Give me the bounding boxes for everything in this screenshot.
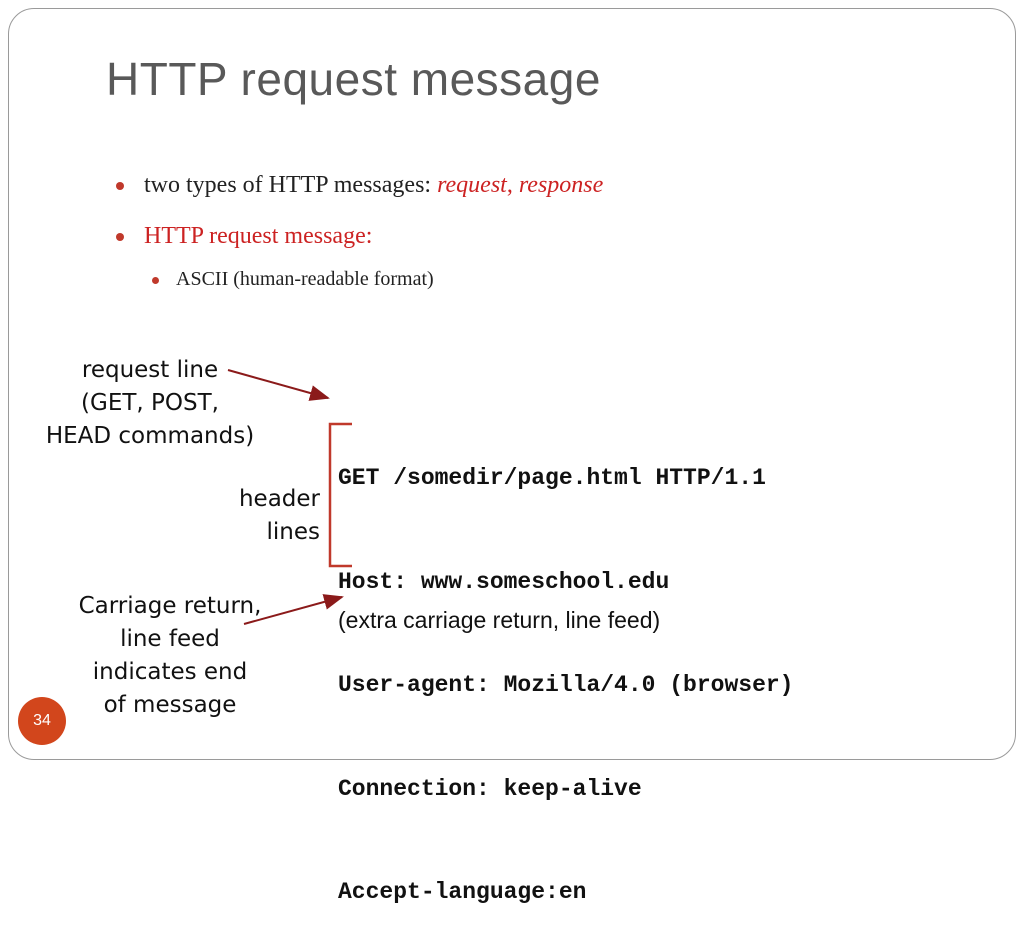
slide-title: HTTP request message bbox=[106, 53, 601, 105]
annotation-request-line: request line (GET, POST, HEAD commands) bbox=[30, 354, 270, 453]
annotation-line: header bbox=[238, 486, 320, 512]
annotation-header-lines: header lines bbox=[220, 483, 320, 549]
annotation-line: request line bbox=[81, 357, 219, 383]
header-line: Host: www.someschool.edu bbox=[338, 568, 670, 595]
annotation-carriage-return: Carriage return, line feed indicates end… bbox=[50, 590, 290, 722]
annotation-line: indicates end bbox=[92, 659, 248, 685]
term-request: request bbox=[437, 172, 507, 198]
term-comma: , bbox=[506, 172, 519, 198]
bullet-ascii: ASCII (human-readable format) bbox=[176, 268, 434, 290]
bullet-text: two types of HTTP messages: bbox=[144, 172, 438, 198]
annotation-arrows bbox=[227, 369, 352, 625]
page-number-badge: 34 bbox=[18, 697, 66, 745]
bullet-message-types: two types of HTTP messages: request, res… bbox=[144, 172, 603, 199]
extra-crlf-text: (extra carriage return, line feed) bbox=[338, 607, 661, 633]
annotation-line: line feed bbox=[120, 626, 220, 652]
term-response: response bbox=[518, 172, 604, 198]
bullet-dot-icon bbox=[116, 233, 124, 241]
bullet-dot-icon bbox=[116, 182, 124, 190]
header-line: Accept-language:en bbox=[338, 879, 587, 905]
request-line: GET /somedir/page.html HTTP/1.1 bbox=[338, 465, 766, 491]
annotation-line: of message bbox=[103, 692, 237, 718]
annotation-line: lines bbox=[266, 519, 321, 545]
header-bracket-icon bbox=[328, 422, 352, 568]
annotation-line: HEAD commands) bbox=[45, 423, 255, 449]
header-line: User-agent: Mozilla/4.0 (browser) bbox=[338, 672, 794, 698]
annotation-line: Carriage return, bbox=[78, 593, 262, 619]
annotation-line: (GET, POST, bbox=[81, 390, 219, 416]
request-line-arrow-icon bbox=[227, 369, 330, 401]
slide-frame bbox=[8, 8, 1016, 760]
crlf-arrow-icon bbox=[243, 594, 344, 625]
header-line: Connection: keep-alive bbox=[338, 775, 642, 802]
bullet-request-message: HTTP request message: bbox=[144, 223, 373, 249]
bullet-dot-icon bbox=[152, 277, 159, 284]
